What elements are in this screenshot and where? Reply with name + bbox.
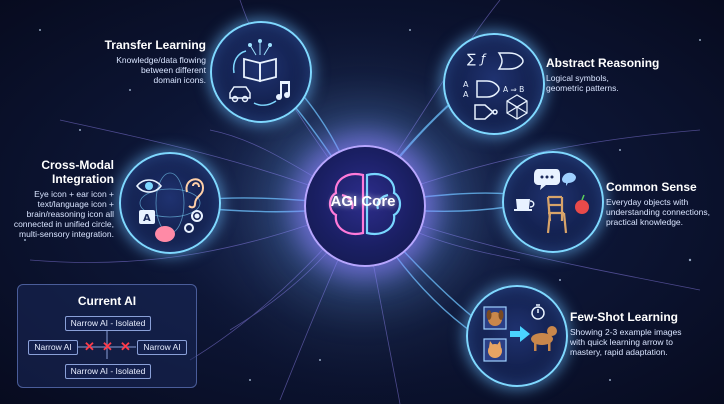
- svg-text:A: A: [463, 80, 469, 89]
- cat-icon: [483, 338, 507, 362]
- few-shot-learning-label: Few-Shot Learning Showing 2-3 example im…: [570, 310, 710, 357]
- current-ai-title: Current AI: [77, 294, 137, 308]
- current-ai-panel: Current AI Narrow AI - Isolated Narrow A…: [17, 284, 197, 388]
- common-sense-node: [502, 151, 604, 253]
- svg-text:ƒ: ƒ: [479, 52, 487, 66]
- timer-icon: [531, 304, 545, 320]
- brain-icon: [155, 226, 175, 242]
- few-shot-desc: Showing 2-3 example images with quick le…: [570, 327, 682, 357]
- cross-modal-title: Cross-Modal Integration: [41, 158, 114, 186]
- logic-gate-icon: [474, 52, 524, 120]
- music-note-icon: [276, 81, 290, 100]
- cup-icon: [514, 199, 535, 211]
- cross-modal-desc: Eye icon + ear icon + text/language icon…: [13, 189, 114, 239]
- transfer-learning-desc: Knowledge/data flowing between different…: [116, 55, 206, 85]
- few-shot-title: Few-Shot Learning: [570, 310, 678, 324]
- dog-icon: [531, 326, 557, 351]
- transfer-learning-node: [210, 21, 312, 123]
- common-sense-label: Common Sense Everyday objects with under…: [606, 180, 722, 227]
- gears-icon: [184, 210, 203, 233]
- speech-bubble-icon: [534, 169, 560, 190]
- isolation-connectors: [78, 329, 136, 359]
- cube-icon: [506, 94, 528, 120]
- agi-core-label: AGI Core: [330, 193, 396, 210]
- few-shot-learning-node: [466, 285, 568, 387]
- sum-function-icon: ∑ ƒ A A A ⇒ B: [463, 52, 524, 99]
- abstract-reasoning-title: Abstract Reasoning: [546, 56, 660, 70]
- abstract-reasoning-node: ∑ ƒ A A A ⇒ B: [443, 33, 545, 135]
- car-icon: [229, 86, 251, 103]
- transfer-learning-label: Transfer Learning Knowledge/data flowing…: [96, 38, 206, 85]
- narrow-ai-left-box: Narrow AI: [28, 340, 78, 355]
- dog-icon: [483, 306, 507, 330]
- svg-text:A ⇒ B: A ⇒ B: [503, 85, 524, 94]
- abstract-reasoning-desc: Logical symbols, geometric patterns.: [546, 73, 619, 93]
- abstract-reasoning-label: Abstract Reasoning Logical symbols, geom…: [546, 56, 686, 93]
- common-sense-desc: Everyday objects with understanding conn…: [606, 197, 710, 227]
- cross-modal-integration-label: Cross-Modal Integration Eye icon + ear i…: [2, 158, 114, 239]
- cross-icon: ✕: [102, 339, 113, 354]
- common-sense-title: Common Sense: [606, 180, 697, 194]
- narrow-ai-right-box: Narrow AI: [137, 340, 187, 355]
- svg-text:A: A: [143, 213, 151, 224]
- language-icon: A: [139, 210, 155, 224]
- cross-icon: ✕: [120, 339, 131, 354]
- brain-icon: [328, 173, 402, 235]
- arrow-icon: [510, 326, 530, 342]
- eye-icon: [135, 179, 163, 193]
- narrow-ai-top-box: Narrow AI - Isolated: [65, 316, 151, 331]
- apple-icon: [575, 194, 589, 214]
- svg-text:A: A: [463, 90, 469, 99]
- chair-icon: [546, 195, 568, 234]
- svg-text:∑: ∑: [467, 52, 476, 67]
- transfer-learning-title: Transfer Learning: [104, 38, 206, 52]
- book-icon: [243, 57, 277, 83]
- cross-modal-integration-node: A: [119, 152, 221, 254]
- narrow-ai-bottom-box: Narrow AI - Isolated: [65, 364, 151, 379]
- agi-core-node: [304, 145, 426, 267]
- cross-icon: ✕: [84, 339, 95, 354]
- ear-icon: [185, 178, 205, 209]
